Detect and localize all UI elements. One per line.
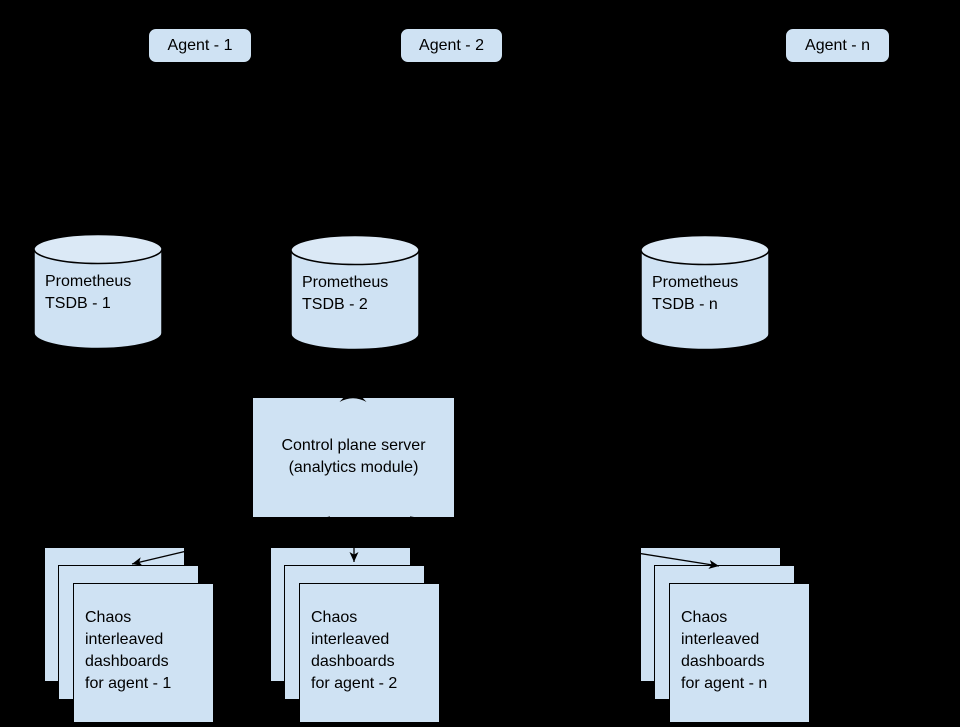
agent-1-node: Agent - 1 — [148, 28, 252, 63]
dashboards-1-line4: for agent - 1 — [85, 675, 172, 692]
agent-2-label: Agent - 2 — [419, 36, 484, 54]
database-cylinder-icon — [290, 234, 420, 351]
dashboards-n-line1: Chaos — [681, 609, 728, 626]
agent-1-label: Agent - 1 — [167, 36, 233, 54]
database-cylinder-icon — [640, 234, 770, 351]
dashboards-stack-n: Chaos interleaved dashboards for agent -… — [640, 547, 860, 727]
dashboards-n-label: Chaos interleaved dashboards for agent -… — [670, 584, 809, 695]
dashboards-1-label: Chaos interleaved dashboards for agent -… — [74, 584, 213, 695]
dashboards-2-line2: interleaved — [311, 631, 390, 648]
dashboards-2-line1: Chaos — [311, 609, 358, 626]
tsdb-1-label-line2: TSDB - 1 — [45, 295, 111, 312]
tsdb-n-node: Prometheus TSDB - n — [640, 234, 770, 351]
control-plane-node: Control plane server (analytics module) — [253, 398, 454, 517]
agent-n-label: Agent - n — [805, 36, 870, 54]
dashboards-stack-1: Chaos interleaved dashboards for agent -… — [44, 547, 264, 727]
control-plane-label-line2: (analytics module) — [288, 459, 419, 476]
dashboards-stack-2: Chaos interleaved dashboards for agent -… — [270, 547, 490, 727]
tsdb-n-label: Prometheus TSDB - n — [652, 272, 738, 316]
agent-n-node: Agent - n — [785, 28, 890, 63]
tsdb-1-node: Prometheus TSDB - 1 — [33, 233, 163, 350]
database-cylinder-icon — [33, 233, 163, 350]
dashboards-n-line4: for agent - n — [681, 675, 768, 692]
dashboard-sheet-front: Chaos interleaved dashboards for agent -… — [299, 583, 440, 723]
tsdb-2-node: Prometheus TSDB - 2 — [290, 234, 420, 351]
dashboards-n-line2: interleaved — [681, 631, 760, 648]
dashboards-2-line3: dashboards — [311, 653, 395, 670]
dashboard-sheet-front: Chaos interleaved dashboards for agent -… — [73, 583, 214, 723]
dashboards-1-line1: Chaos — [85, 609, 132, 626]
tsdb-1-label-line1: Prometheus — [45, 273, 132, 290]
tsdb-2-label-line2: TSDB - 2 — [302, 296, 368, 313]
control-plane-label-line1: Control plane server — [281, 437, 426, 454]
tsdb-2-label: Prometheus TSDB - 2 — [302, 272, 388, 316]
tsdb-n-label-line1: Prometheus — [652, 274, 739, 291]
dashboards-1-line3: dashboards — [85, 653, 169, 670]
tsdb-n-label-line2: TSDB - n — [652, 296, 718, 313]
dashboards-1-line2: interleaved — [85, 631, 164, 648]
tsdb-2-label-line1: Prometheus — [302, 274, 389, 291]
tsdb-1-label: Prometheus TSDB - 1 — [45, 271, 131, 315]
dashboard-sheet-front: Chaos interleaved dashboards for agent -… — [669, 583, 810, 723]
agent-2-node: Agent - 2 — [400, 28, 503, 63]
dashboards-2-line4: for agent - 2 — [311, 675, 398, 692]
dashboards-n-line3: dashboards — [681, 653, 765, 670]
dashboards-2-label: Chaos interleaved dashboards for agent -… — [300, 584, 439, 695]
